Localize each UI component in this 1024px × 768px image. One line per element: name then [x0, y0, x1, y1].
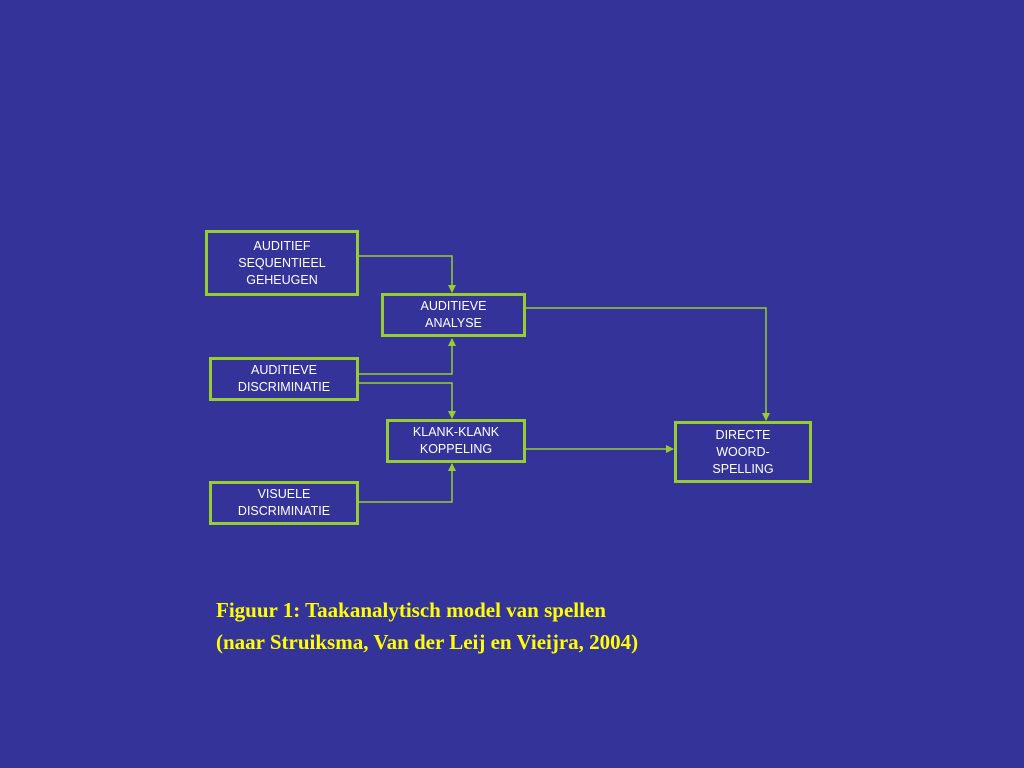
node-directe-woord-spelling: DIRECTE WOORD- SPELLING: [674, 421, 812, 483]
edge-discriminatie-auditief-to-analyse: [359, 338, 456, 375]
edge-analyse-to-directe: [526, 307, 770, 421]
node-auditieve-discriminatie: AUDITIEVE DISCRIMINATIE: [209, 357, 359, 401]
node-visuele-discriminatie: VISUELE DISCRIMINATIE: [209, 481, 359, 525]
node-auditief-sequentieel-geheugen: AUDITIEF SEQUENTIEEL GEHEUGEN: [205, 230, 359, 296]
figure-caption: Figuur 1: Taakanalytisch model van spell…: [216, 594, 638, 658]
node-klank-klank-koppeling: KLANK-KLANK KOPPELING: [386, 419, 526, 463]
edge-discriminatie-auditief-to-koppeling: [359, 382, 456, 419]
edge-geheugen-to-analyse: [359, 255, 456, 293]
edge-discriminatie-visueel-to-koppeling: [359, 463, 456, 503]
caption-line-source: (naar Struiksma, Van der Leij en Vieijra…: [216, 630, 639, 654]
caption-line-title: Figuur 1: Taakanalytisch model van spell…: [216, 598, 606, 622]
node-auditieve-analyse: AUDITIEVE ANALYSE: [381, 293, 526, 337]
